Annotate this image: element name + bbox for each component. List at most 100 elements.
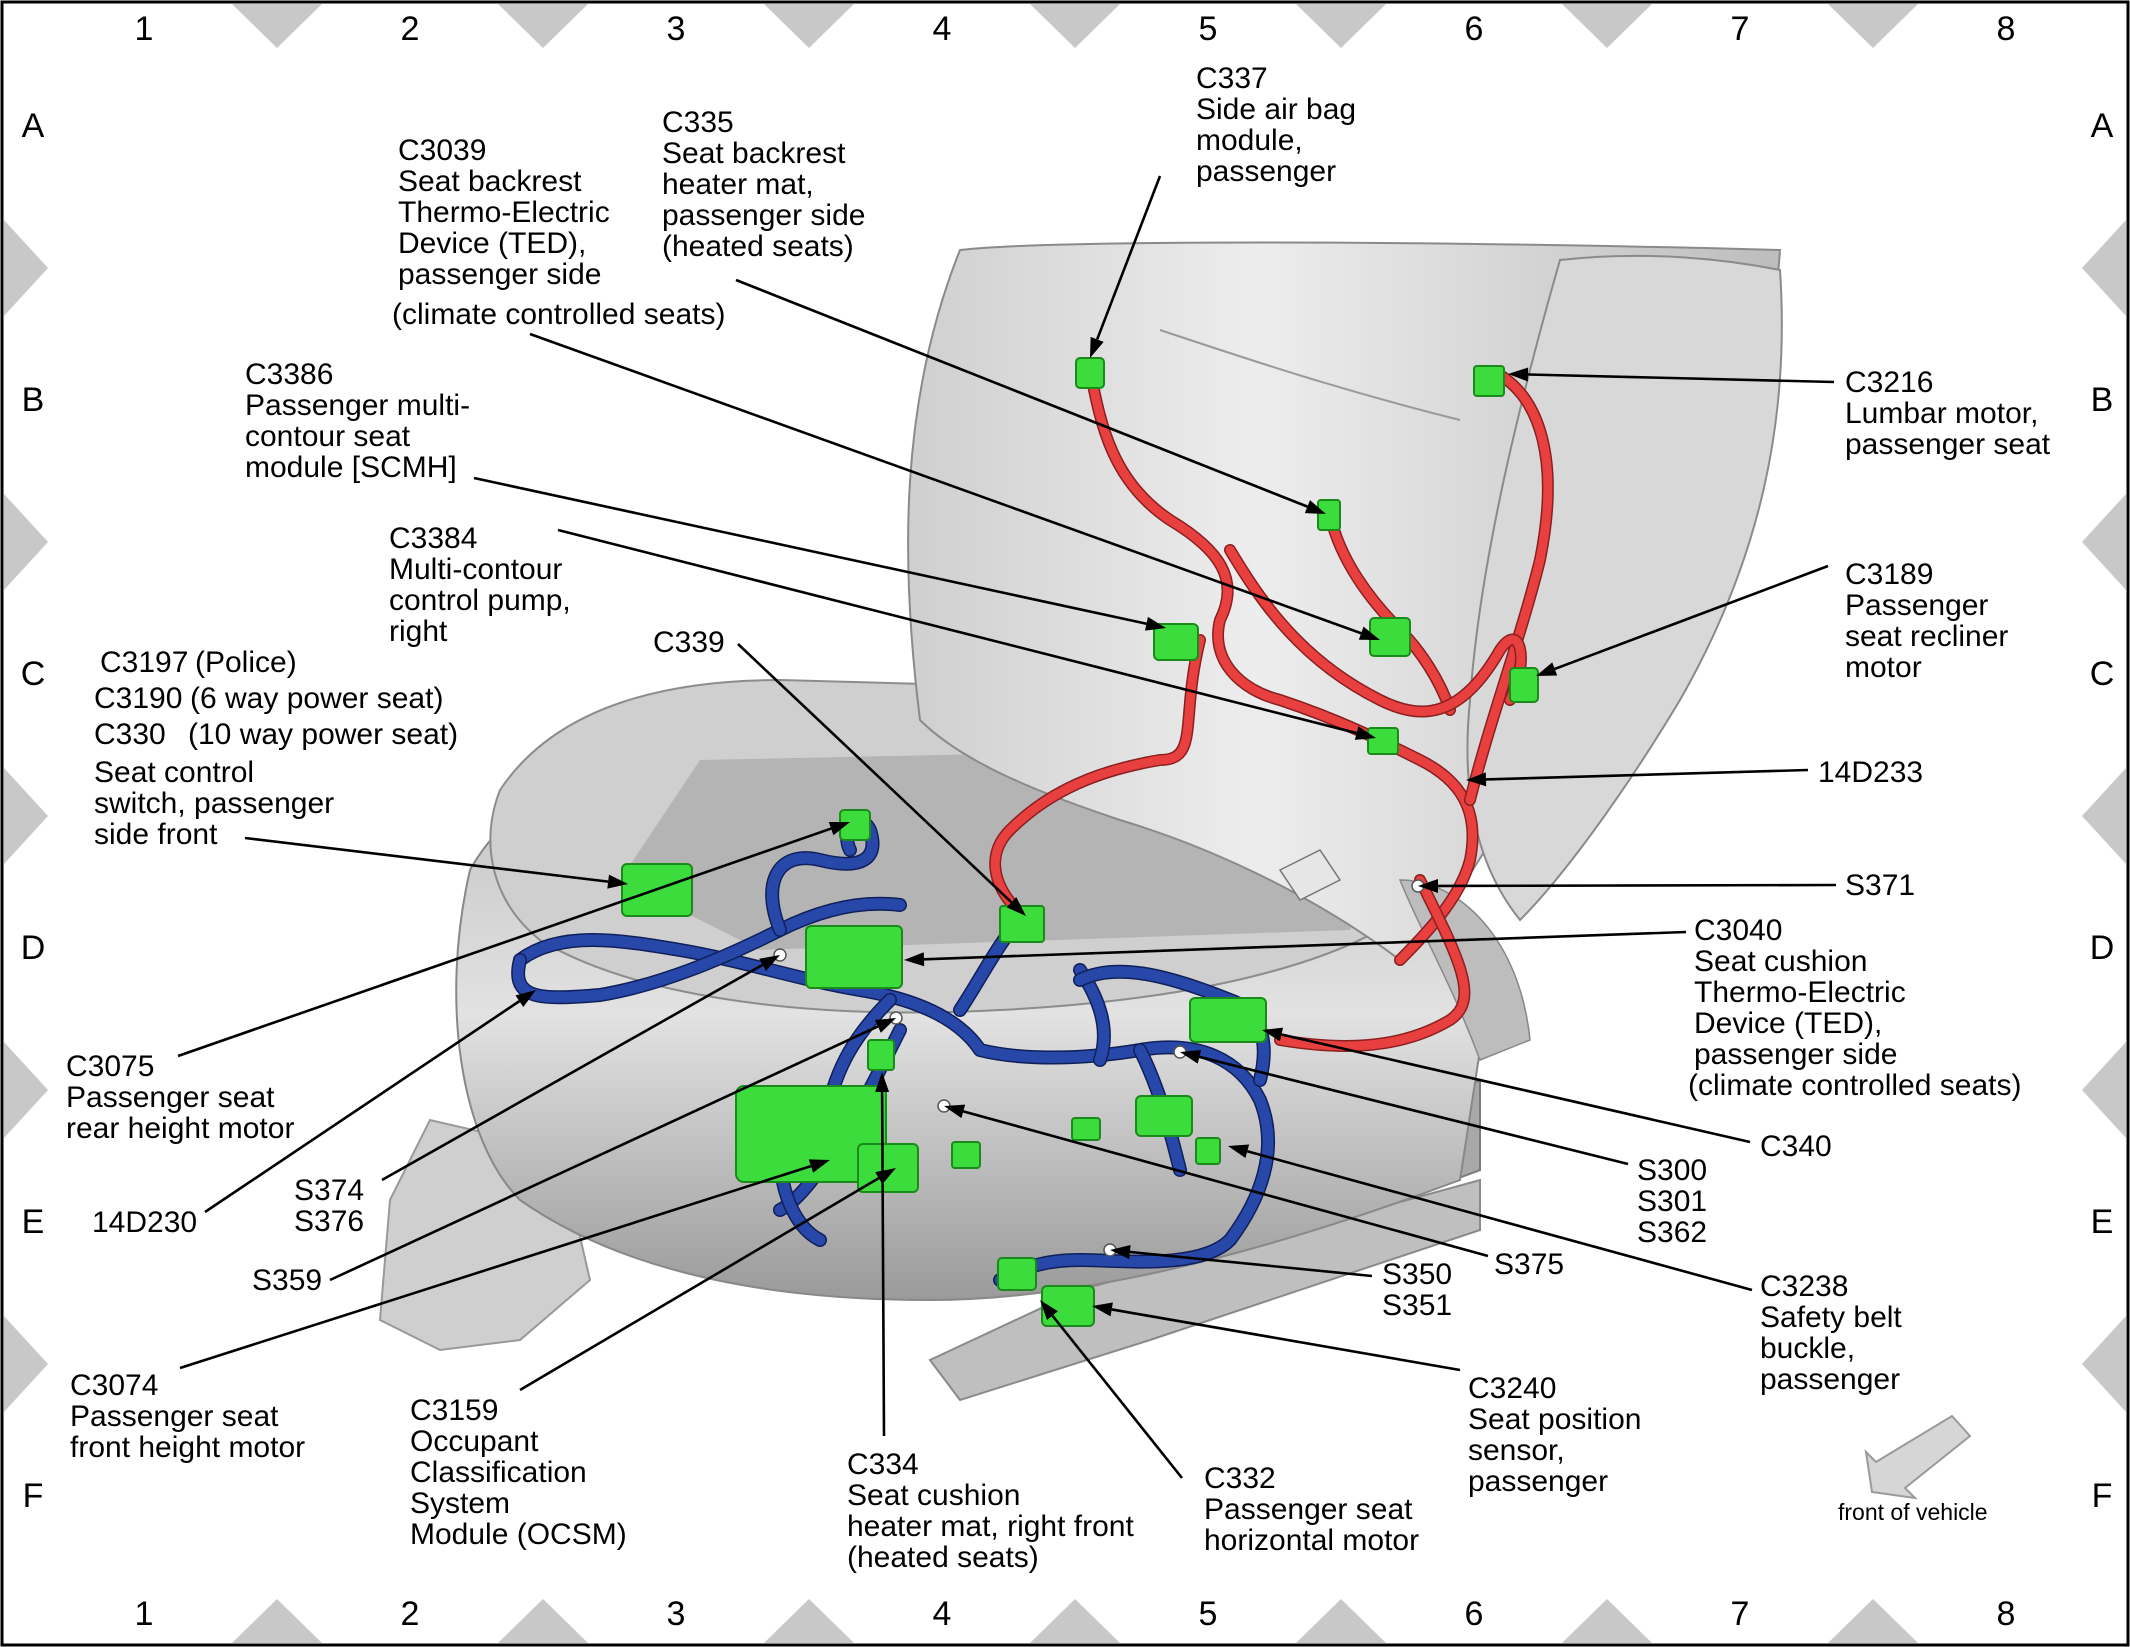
- leader-seat-switch-arrowhead: [607, 874, 628, 889]
- label-c3384: C3384 Multi-contour control pump, right: [389, 522, 579, 648]
- leader-c3075-arrowhead: [828, 821, 850, 836]
- border-marker-right-2: [2082, 494, 2126, 590]
- label-c3190-desc: (6 way power seat): [190, 682, 443, 715]
- grid-col-3-bottom: 3: [667, 1595, 686, 1633]
- leader-lines: [177, 175, 1837, 1479]
- seat-backrest-seam: [1159, 329, 1461, 421]
- leader-c3074-arrowhead: [808, 1159, 830, 1173]
- label-s300: S300 S301 S362: [1637, 1154, 1715, 1249]
- leader-c3039-line: [529, 332, 1362, 635]
- connector-c3238-b: [1195, 1137, 1221, 1165]
- border-marker-right-4: [2082, 1042, 2126, 1138]
- label-c3240: C3240 Seat position sensor, passenger: [1468, 1372, 1650, 1498]
- leader-s375-arrowhead: [944, 1104, 966, 1119]
- label-c3159: C3159 Occupant Classification System Mod…: [410, 1394, 627, 1551]
- grid-col-5-bottom: 5: [1199, 1595, 1218, 1633]
- grid-row-c-right: C: [2090, 655, 2115, 693]
- grid-col-6-top: 6: [1465, 10, 1484, 48]
- leader-c337-line: [1095, 175, 1162, 340]
- leader-c3159: [519, 1168, 896, 1392]
- grid-row-e-right: E: [2091, 1203, 2114, 1241]
- callout-labels: C337 Side air bag module, passenger C335…: [66, 62, 2051, 1574]
- connector-c3040: [805, 925, 903, 989]
- grid-row-labels-right: A B C D E F: [2090, 107, 2115, 1515]
- grid-col-1-bottom: 1: [135, 1595, 154, 1633]
- label-s374: S374 S376: [294, 1174, 372, 1238]
- grid-col-8-bottom: 8: [1997, 1595, 2016, 1633]
- leader-c3384-arrowhead: [1354, 726, 1376, 740]
- leader-s350: [1110, 1245, 1373, 1278]
- leader-s350-arrowhead: [1110, 1245, 1131, 1259]
- leader-c334-line: [880, 1091, 886, 1437]
- leader-c3039-arrowhead: [1358, 626, 1380, 640]
- leader-c3240: [1092, 1302, 1461, 1372]
- grid-border-markers: [4, 4, 2126, 1643]
- label-14d230: 14D230: [92, 1206, 197, 1239]
- leader-c3386-arrowhead: [1144, 616, 1166, 631]
- leader-c335-arrowhead: [1304, 500, 1326, 514]
- grid-col-6-bottom: 6: [1465, 1595, 1484, 1633]
- label-s375: S375: [1494, 1248, 1564, 1281]
- label-c330-code: C330: [94, 718, 166, 751]
- leader-c3075-line: [177, 827, 832, 1058]
- leader-c332-line: [1051, 1314, 1184, 1479]
- leader-c3384: [557, 528, 1376, 740]
- border-marker-bottom-4: [1030, 1599, 1120, 1643]
- label-s359: S359: [252, 1264, 322, 1297]
- border-marker-bottom-7: [1828, 1599, 1918, 1643]
- label-c332: C332 Passenger seat horizontal motor: [1204, 1462, 1421, 1557]
- leader-seat-switch-line: [244, 836, 609, 883]
- label-c3189: C3189 Passenger seat recliner motor: [1845, 558, 2017, 684]
- border-marker-right-1: [2082, 220, 2126, 316]
- label-c3190-code: C3190: [94, 682, 182, 715]
- leader-c3039: [529, 332, 1380, 640]
- grid-row-d-right: D: [2090, 929, 2115, 967]
- grid-row-f-left: F: [23, 1477, 44, 1515]
- connector-c3238: [1135, 1095, 1193, 1137]
- leader-c334-arrowhead: [875, 1072, 890, 1093]
- leader-14d233: [1466, 768, 1809, 787]
- connector-c339: [999, 905, 1045, 943]
- label-c330-desc: (10 way power seat): [188, 718, 458, 751]
- border-marker-bottom-1: [232, 1599, 322, 1643]
- connector-c3384: [1367, 727, 1399, 755]
- leader-c3238-line: [1246, 1150, 1753, 1292]
- label-c334: C334 Seat cushion heater mat, right fron…: [847, 1448, 1142, 1574]
- border-marker-bottom-5: [1296, 1599, 1386, 1643]
- border-marker-bottom-3: [764, 1599, 854, 1643]
- label-c3197-code: C3197: [100, 646, 188, 679]
- grid-row-d-left: D: [21, 929, 46, 967]
- border-marker-bottom-2: [498, 1599, 588, 1643]
- leader-c3074: [179, 1159, 830, 1370]
- leader-c3240-line: [1111, 1308, 1461, 1372]
- front-of-vehicle-arrow-icon: [1864, 1414, 1972, 1500]
- grid-col-5-top: 5: [1199, 10, 1218, 48]
- grid-row-b-left: B: [22, 381, 45, 419]
- label-c337: C337 Side air bag module, passenger: [1196, 62, 1364, 188]
- label-c3074: C3074 Passenger seat front height motor: [70, 1369, 305, 1464]
- leader-s359-line: [329, 1025, 879, 1282]
- grid-column-labels-bottom: 1 2 3 4 5 6 7 8: [135, 1595, 2016, 1633]
- leader-c340-arrowhead: [1262, 1027, 1284, 1042]
- leader-c3386: [473, 476, 1166, 631]
- seat-buckle-stub: [1278, 849, 1342, 901]
- leader-c340-line: [1281, 1033, 1751, 1144]
- grid-row-e-left: E: [22, 1203, 45, 1241]
- leader-c3074-line: [179, 1164, 812, 1370]
- front-of-vehicle-indicator: front of vehicle: [1838, 1414, 1988, 1525]
- border-marker-left-4: [4, 1042, 48, 1138]
- connector-c332: [997, 1257, 1037, 1291]
- leader-c3384-line: [557, 528, 1357, 735]
- leader-c3238-arrowhead: [1228, 1144, 1250, 1159]
- grid-row-a-left: A: [22, 107, 45, 145]
- leader-c3189-line: [1554, 564, 1829, 671]
- connector-c3240: [1041, 1285, 1095, 1327]
- leader-s300: [1180, 1050, 1629, 1166]
- grid-row-f-right: F: [2092, 1477, 2113, 1515]
- label-c340: C340: [1760, 1130, 1832, 1163]
- leader-s375-line: [962, 1110, 1489, 1258]
- border-marker-top-7: [1828, 4, 1918, 48]
- connector-extra: [951, 1141, 981, 1169]
- grid-col-7-top: 7: [1731, 10, 1750, 48]
- front-of-vehicle-label: front of vehicle: [1838, 1499, 1988, 1525]
